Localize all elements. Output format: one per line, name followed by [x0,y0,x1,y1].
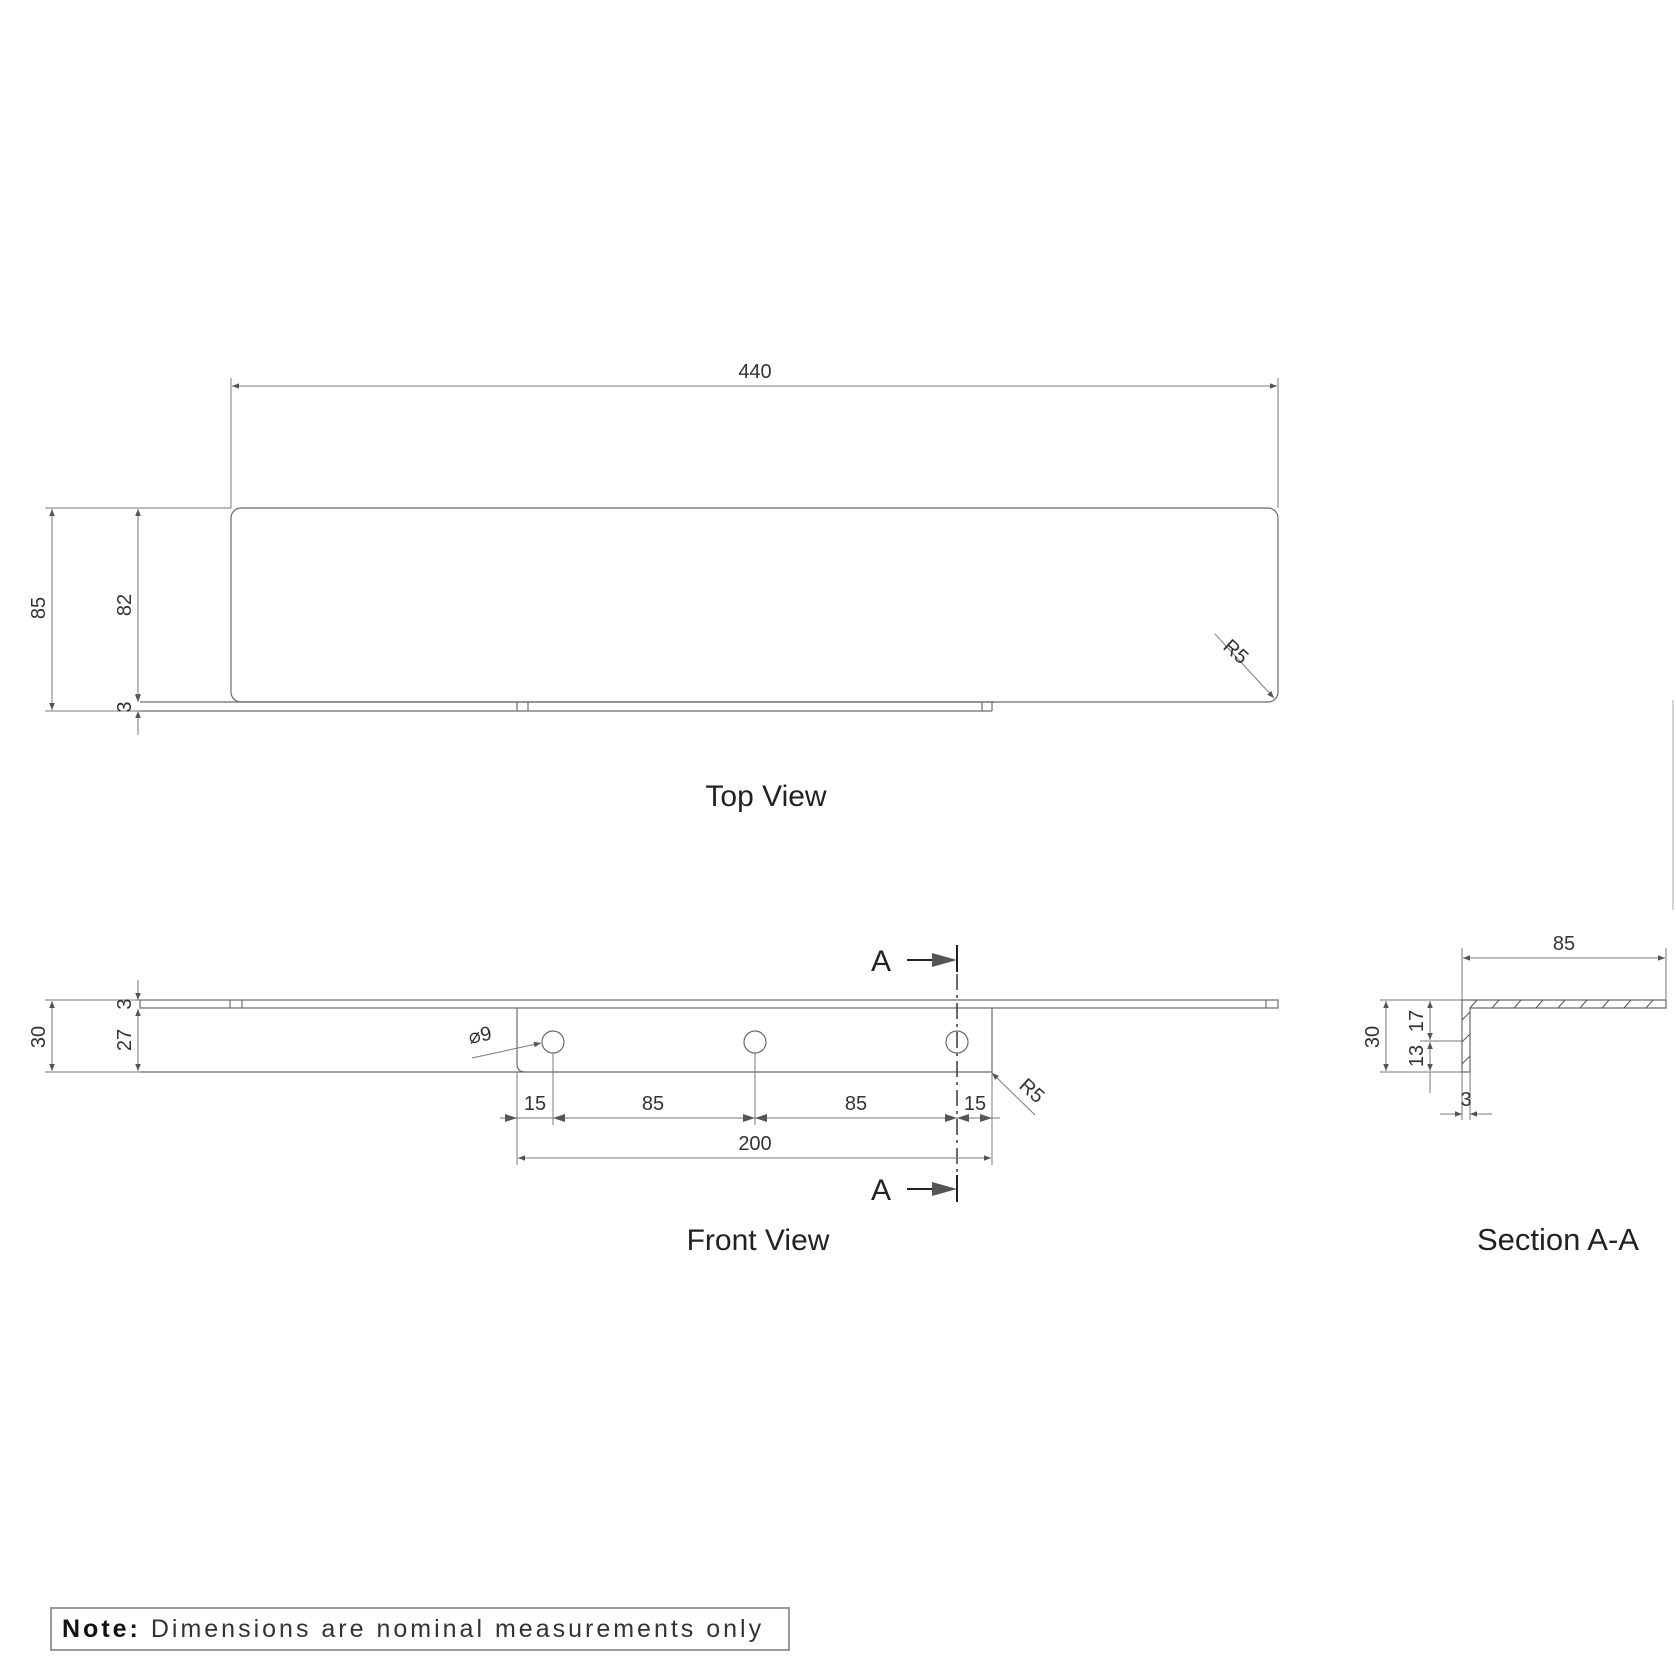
hole [541,1030,565,1054]
diameter-leader [471,1041,542,1059]
dim-label-hole-pitch-2: 85 [845,1093,867,1115]
front-view-title: Front View [687,1224,830,1257]
front-view-flange [139,999,1279,1009]
dim-label-section-13: 13 [1406,1045,1428,1067]
hole [743,1030,767,1054]
front-view-tab-corner [516,1063,526,1073]
radius-leader [991,1072,1036,1116]
dim-label-440: 440 [738,361,771,383]
dim-label-3: 3 [114,701,136,712]
dim-label-r5-top: R5 [1219,635,1253,668]
note-box: Note: Dimensions are nominal measurement… [50,1607,790,1651]
section-marker-top: A [871,945,891,978]
dimension-arrow [980,1114,992,1122]
dim-label-hole-edge-left: 15 [524,1093,546,1115]
dim-label-section-17: 17 [1406,1010,1428,1032]
dimension-arrow [743,1114,755,1122]
dim-label-hole-edge-right: 15 [964,1093,986,1115]
section-profile [1461,999,1667,1073]
section-hatching [1461,999,1654,1065]
dimension-arrow [755,1114,767,1122]
front-view: ⌀9 A A 30 3 27 15 85 85 1 [28,945,1279,1257]
section-view: 85 30 17 13 3 Section A-A [1362,933,1667,1257]
dimension-arrow [945,1114,957,1122]
dim-label-section-3: 3 [1460,1089,1471,1111]
dimension-arrow [505,1114,517,1122]
note-label: Note: [62,1615,141,1643]
section-view-title: Section A-A [1477,1222,1639,1257]
top-view: 440 85 82 3 R5 Top View [28,361,1279,813]
dimension-arrow [957,1114,969,1122]
dim-label-82: 82 [114,594,136,616]
section-marker-bottom: A [871,1174,891,1207]
dim-label-85: 85 [28,597,50,619]
dim-label-r5-front: R5 [1015,1074,1049,1107]
note-text: Dimensions are nominal measurements only [140,1615,765,1643]
section-arrow-head-top [932,953,957,967]
dim-label-section-85: 85 [1553,933,1575,955]
section-arrow-head-bottom [932,1182,957,1196]
dim-label-section-30: 30 [1362,1026,1384,1048]
dim-label-diameter: ⌀9 [466,1023,493,1049]
radius-leader [1214,633,1275,699]
top-view-plate [230,507,1279,703]
dim-label-hole-pitch-1: 85 [642,1093,664,1115]
dim-label-30: 30 [28,1026,50,1048]
dim-label-3: 3 [114,998,136,1009]
top-view-title: Top View [705,780,827,813]
dim-label-27: 27 [114,1029,136,1051]
dim-label-200: 200 [738,1133,771,1155]
dimension-arrow [553,1114,565,1122]
